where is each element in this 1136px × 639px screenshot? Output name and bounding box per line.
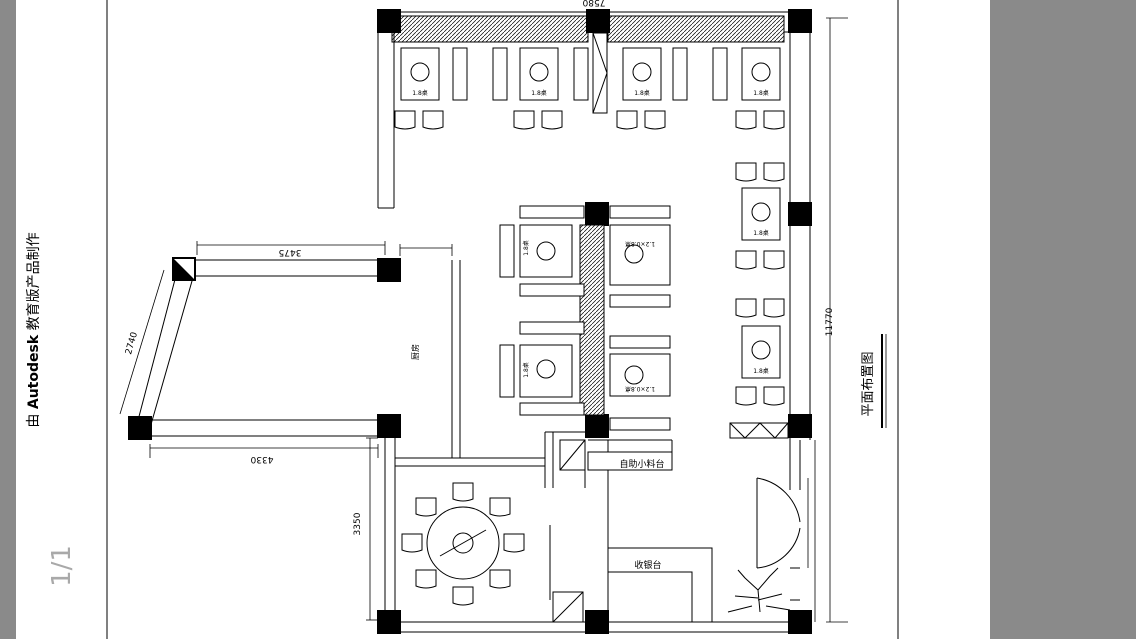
cashier-counter: 收银台 [607, 547, 713, 623]
center-booths [499, 205, 671, 431]
table-labels-top: 1.8桌 1.8桌 1.8桌 1.8桌 [412, 89, 769, 97]
kitchen-label: 厨房 [410, 344, 420, 360]
svg-text:自助小料台: 自助小料台 [619, 458, 664, 470]
svg-text:1.8桌: 1.8桌 [753, 89, 769, 97]
svg-text:1.8桌: 1.8桌 [531, 89, 547, 97]
round-table-private-room [401, 482, 525, 606]
dim-balcony-upper: 3475 [279, 247, 302, 257]
svg-text:1.8桌: 1.8桌 [412, 89, 428, 97]
center-partition [579, 224, 605, 416]
dim-right-height: 11770 [825, 307, 835, 336]
sauce-counter: 自助小料台 [559, 439, 673, 471]
svg-text:收银台: 收银台 [634, 559, 661, 571]
svg-text:1.8桌: 1.8桌 [753, 367, 769, 375]
drawing-title: 平面布置图 [861, 351, 876, 416]
dim-top-width: 7580 [582, 0, 605, 7]
dimension-lines [119, 17, 848, 623]
svg-text:1.2×0.8桌: 1.2×0.8桌 [625, 240, 655, 248]
svg-text:1.2×0.8桌: 1.2×0.8桌 [625, 385, 655, 393]
right-dining-column: 1.8桌 1.8桌 [735, 162, 785, 406]
dim-room-height: 3350 [353, 512, 363, 535]
svg-text:1.8桌: 1.8桌 [522, 362, 530, 378]
drawing-title-block: 平面布置图 [861, 334, 887, 428]
dim-balcony-side: 2740 [124, 331, 140, 356]
balcony-corner-column [172, 257, 196, 281]
top-dining-row [400, 47, 781, 101]
booth-labels: 1.8桌 1.8桌 1.2×0.8桌 1.2×0.8桌 [522, 240, 655, 393]
structural-columns [128, 9, 812, 634]
svg-text:1.8桌: 1.8桌 [753, 229, 769, 237]
exterior-walls [135, 11, 811, 633]
drawing-sheet [16, 0, 990, 639]
plant-decoration [727, 567, 791, 613]
svg-text:1.8桌: 1.8桌 [634, 89, 650, 97]
svg-text:1.8桌: 1.8桌 [522, 240, 530, 256]
chairs-top-row [394, 110, 785, 130]
viewer-left-margin [0, 0, 16, 639]
entrance-pillar [592, 32, 608, 114]
entrance-door [729, 422, 801, 569]
dim-balcony-lower: 4330 [250, 454, 273, 464]
viewer-right-margin [990, 0, 1136, 639]
storage-box [552, 591, 584, 623]
dimension-labels: 7580 3475 4330 2740 3350 11770 [124, 0, 835, 535]
